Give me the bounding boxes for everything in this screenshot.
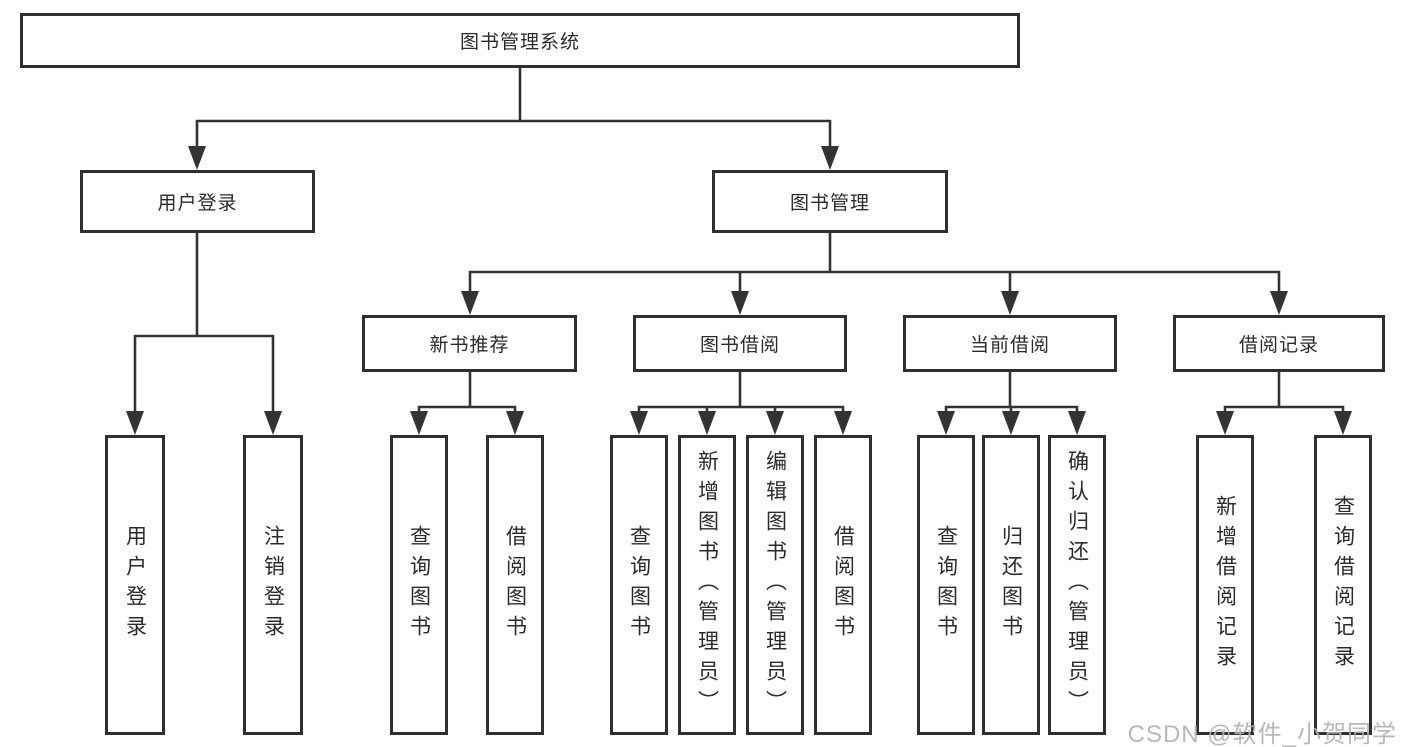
leaf-add-borrow-record: 新增借阅记录 — [1196, 435, 1254, 735]
leaf-query-borrow-record: 查询借阅记录 — [1314, 435, 1372, 735]
connector-records-to-leaves — [1223, 372, 1345, 413]
node-current-borrow: 当前借阅 — [903, 315, 1117, 372]
connector-userlogin-to-leaves — [133, 233, 275, 413]
leaf-edit-books-admin: 编辑图书（管理员） — [746, 435, 804, 735]
connector-newbook-to-leaves — [417, 372, 517, 413]
node-new-book-recommend: 新书推荐 — [362, 315, 577, 372]
node-root: 图书管理系统 — [20, 13, 1020, 68]
connector-current-to-leaves — [944, 372, 1079, 413]
leaf-add-books-admin: 新增图书（管理员） — [678, 435, 736, 735]
leaf-query-books-borrow: 查询图书 — [610, 435, 668, 735]
leaf-return-books: 归还图书 — [982, 435, 1040, 735]
node-book-borrow: 图书借阅 — [633, 315, 847, 372]
leaf-user-login: 用户登录 — [105, 435, 165, 735]
csdn-watermark: CSDN @软件_小贺同学 — [1127, 721, 1397, 747]
leaf-logout: 注销登录 — [243, 435, 303, 735]
leaf-borrow-books-recommend: 借阅图书 — [486, 435, 544, 735]
connector-borrow-to-leaves — [637, 372, 845, 413]
node-user-login: 用户登录 — [80, 170, 315, 233]
leaf-query-books-recommend: 查询图书 — [390, 435, 448, 735]
leaf-confirm-return-admin: 确认归还（管理员） — [1048, 435, 1106, 735]
node-book-management: 图书管理 — [712, 170, 948, 233]
connector-bookmgmt-to-level3 — [468, 233, 1281, 293]
leaf-borrow-books: 借阅图书 — [814, 435, 872, 735]
node-borrow-records: 借阅记录 — [1173, 315, 1385, 372]
leaf-query-books-current: 查询图书 — [917, 435, 975, 735]
connector-root-to-level2 — [195, 68, 832, 148]
